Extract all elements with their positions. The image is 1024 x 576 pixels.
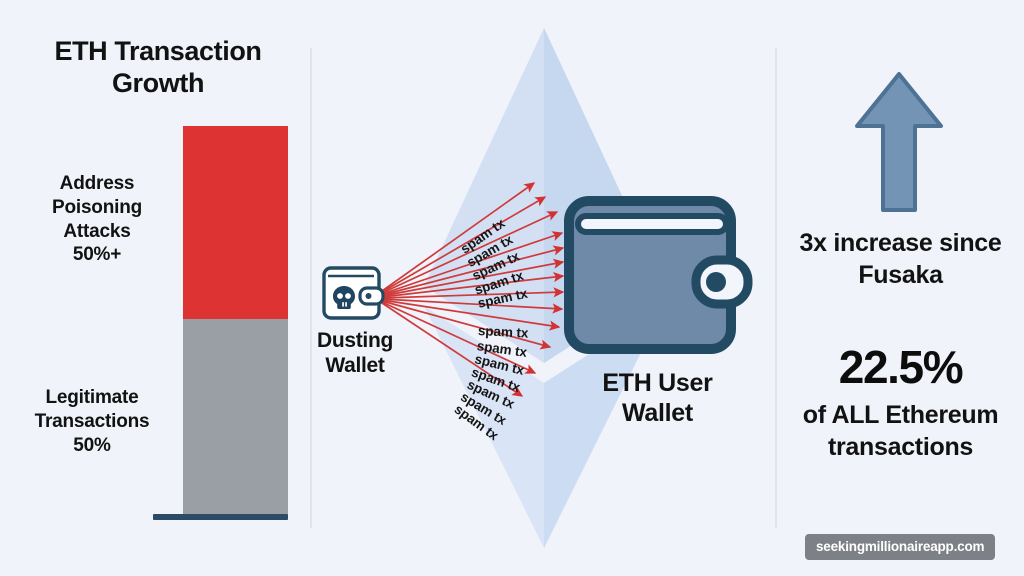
stat-caption: of ALL Ethereum transactions	[802, 401, 999, 461]
dusting-attack-diagram-panel: spam tx spam tx spam tx spam tx spam tx …	[310, 0, 775, 576]
spam-transaction-arrows	[381, 182, 565, 397]
page-title: ETH Transaction Growth	[54, 36, 262, 98]
increase-text: 3x increase since Fusaka	[799, 229, 1002, 289]
chart-baseline	[153, 514, 288, 520]
up-arrow-icon	[855, 72, 943, 212]
panel-divider-right	[775, 48, 777, 528]
bar-segment-address-poisoning	[183, 126, 288, 319]
bar-segment-legitimate	[183, 319, 288, 517]
watermark-badge: seekingmillionaireapp.com	[805, 534, 996, 560]
spam-tx-label: spam tx	[477, 323, 529, 341]
wallet-icon	[564, 196, 753, 354]
big-stat-value: 22.5%	[838, 341, 964, 393]
stats-panel: 3x increase since Fusaka 22.5% of ALL Et…	[775, 0, 1024, 576]
panel-divider-left	[310, 48, 312, 528]
wallet-skull-icon	[322, 266, 385, 320]
